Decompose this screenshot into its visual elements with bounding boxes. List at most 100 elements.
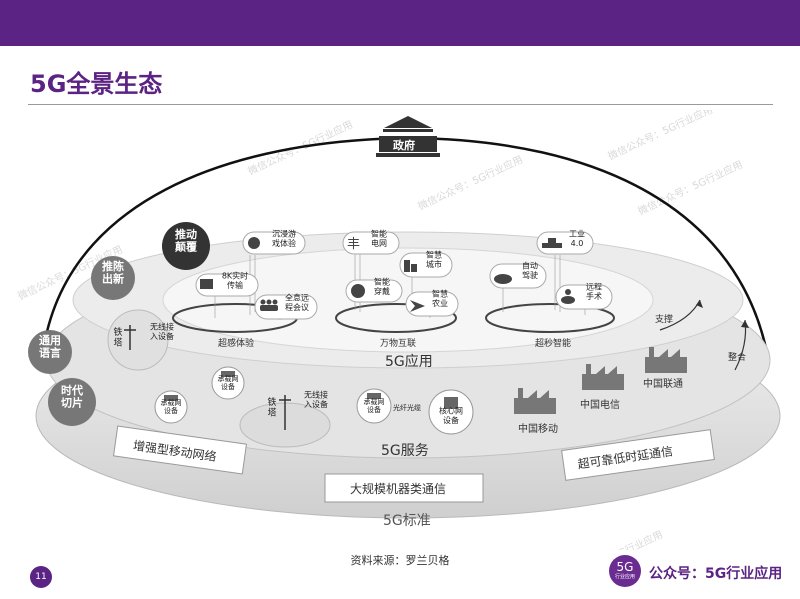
standard-box-urllc — [561, 429, 715, 481]
svg-text:全息远程会议: 全息远程会议 — [285, 293, 309, 312]
server-icon — [444, 397, 458, 409]
fiber-label: 光纤光缆 — [393, 403, 421, 412]
ecosystem-diagram: 微信公众号：5G行业应用 微信公众号：5G行业应用 微信公众号：5G行业应用 微… — [16, 110, 781, 550]
app-smart-city: 智慧城市 — [399, 250, 453, 278]
bearer-b: 承载网设备 — [154, 390, 188, 424]
svg-text:承载网设备: 承载网设备 — [161, 398, 182, 415]
ring-latency — [485, 303, 615, 333]
bubble-era-slice-label: 时代切片 — [61, 383, 83, 410]
svg-text:工业4.0: 工业4.0 — [569, 229, 585, 248]
svg-text:8K实时传输: 8K实时传输 — [222, 271, 248, 290]
power-tower-icon: 丰 — [347, 237, 360, 252]
ring-label-experience: 超感体验 — [218, 337, 254, 349]
service-layer-label: 5G服务 — [381, 443, 429, 459]
svg-text:无线接入设备: 无线接入设备 — [150, 322, 174, 341]
svg-text:自动驾驶: 自动驾驶 — [522, 261, 538, 280]
operator-telecom: 中国电信 — [580, 398, 620, 411]
app-bubbles: 沉浸游戏体验 8K实时传输 全息远程会议 丰 智能电网 智慧城市 智能穿戴 — [195, 229, 613, 320]
title-divider — [28, 104, 773, 105]
app-immersive-gaming: 沉浸游戏体验 — [242, 229, 306, 255]
operator-unicom: 中国联通 — [643, 377, 683, 390]
standard-boxes: 增强型移动网络 大规模机器类通信 超可靠低时延通信 — [112, 425, 715, 503]
svg-text:智慧城市: 智慧城市 — [426, 250, 442, 269]
bearer-a: 承载网设备 — [211, 366, 245, 400]
header-bar — [0, 0, 800, 46]
standard-box-embb — [112, 425, 248, 475]
svg-text:智慧农业: 智慧农业 — [432, 289, 448, 308]
operator-mobile: 中国移动 — [518, 422, 558, 435]
svg-text:智能电网: 智能电网 — [371, 229, 387, 248]
left-bubbles: 推动颠覆 推陈出新 通用语言 时代切片 — [28, 222, 210, 426]
standard-layer-label: 5G标准 — [383, 513, 431, 529]
factory-mobile-icon — [514, 388, 556, 414]
tower-mid: 铁塔 无线接入设备 — [239, 390, 331, 448]
app-smart-grid: 丰 智能电网 — [342, 229, 400, 255]
bubble-renewal — [91, 256, 135, 300]
app-8k-transmission: 8K实时传输 — [195, 271, 259, 297]
svg-text:核心网设备: 核心网设备 — [439, 406, 463, 425]
factory-unicom-icon — [645, 347, 687, 373]
bubble-disruption — [162, 222, 210, 270]
svg-text:承载网设备: 承载网设备 — [364, 397, 385, 414]
app-layer-label: 5G应用 — [385, 353, 433, 370]
car-icon — [494, 274, 512, 284]
drone-icon — [410, 300, 425, 312]
bubble-era-slice — [48, 378, 96, 426]
app-wearable: 智能穿戴 — [345, 277, 403, 303]
standard-mmtc-label: 大规模机器类通信 — [350, 481, 446, 496]
app-remote-surgery: 远程手术 — [555, 283, 613, 310]
bubble-common-language — [28, 330, 72, 374]
brand-logo-icon: 5G 行业应用 — [609, 555, 641, 587]
brand-account: 公众号：5G行业应用 — [649, 566, 783, 582]
watermark-text: 微信公众号：5G行业应用 — [416, 153, 525, 213]
bubble-common-language-label: 通用语言 — [39, 334, 61, 360]
brand-logo-top: 5G — [616, 560, 634, 574]
svg-text:沉浸游戏体验: 沉浸游戏体验 — [272, 229, 296, 248]
core-network: 核心网设备 — [428, 389, 474, 435]
router-icon — [221, 371, 235, 377]
support-label: 支撑 — [655, 313, 673, 325]
service-items: 铁塔 无线接入设备 承载网设备 承载网设备 铁塔 无线接入设备 承载网设备 光纤… — [107, 309, 474, 448]
government-icon — [376, 116, 440, 157]
factory-telecom-icon — [582, 364, 624, 390]
tv-icon — [200, 279, 213, 289]
page-number: 11 — [30, 566, 52, 588]
gamepad-icon — [248, 237, 260, 249]
svg-text:智能穿戴: 智能穿戴 — [374, 277, 390, 296]
watermark-text: 微信公众号：5G行业应用 — [636, 158, 745, 218]
ring-label-latency: 超秒智能 — [535, 337, 571, 349]
surgery-icon — [561, 289, 575, 304]
ship-icon — [542, 238, 562, 248]
app-smart-agriculture: 智慧农业 — [405, 289, 459, 317]
bubble-disruption-label: 推动颠覆 — [174, 227, 198, 254]
ring-iot — [335, 303, 457, 333]
svg-text:铁塔: 铁塔 — [113, 326, 122, 348]
brand-logo-bottom: 行业应用 — [614, 574, 635, 580]
source-note: 资料来源：罗兰贝格 — [350, 554, 450, 567]
government-label: 政府 — [393, 138, 415, 152]
router-icon — [367, 393, 381, 399]
ring-label-iot: 万物互联 — [380, 337, 416, 349]
app-autonomous-driving: 自动驾驶 — [489, 261, 547, 289]
watch-icon — [351, 284, 365, 298]
svg-text:远程手术: 远程手术 — [586, 283, 602, 301]
standard-box-mmtc — [324, 473, 484, 503]
cell-tower-icon — [279, 395, 291, 430]
bubble-renewal-label: 推陈出新 — [102, 259, 124, 286]
bearer-c: 承载网设备 — [356, 388, 392, 424]
city-icon — [404, 260, 417, 272]
app-hologram-meeting: 全息远程会议 — [254, 293, 318, 320]
page-title: 5G全景生态 — [30, 70, 163, 98]
svg-text:铁塔: 铁塔 — [267, 396, 276, 418]
router-icon — [164, 395, 178, 401]
integrate-label: 整合 — [728, 351, 746, 363]
operators: 中国移动 中国电信 中国联通 — [514, 347, 687, 435]
watermark-text: 微信公众号：5G行业应用 — [556, 528, 665, 550]
watermark-text: 微信公众号：5G行业应用 — [606, 110, 715, 163]
people-icon — [260, 299, 278, 311]
svg-text:承载网设备: 承载网设备 — [218, 374, 239, 391]
tower-left: 铁塔 无线接入设备 — [107, 309, 174, 371]
svg-text:无线接入设备: 无线接入设备 — [304, 390, 328, 409]
cell-tower-icon — [124, 325, 136, 350]
